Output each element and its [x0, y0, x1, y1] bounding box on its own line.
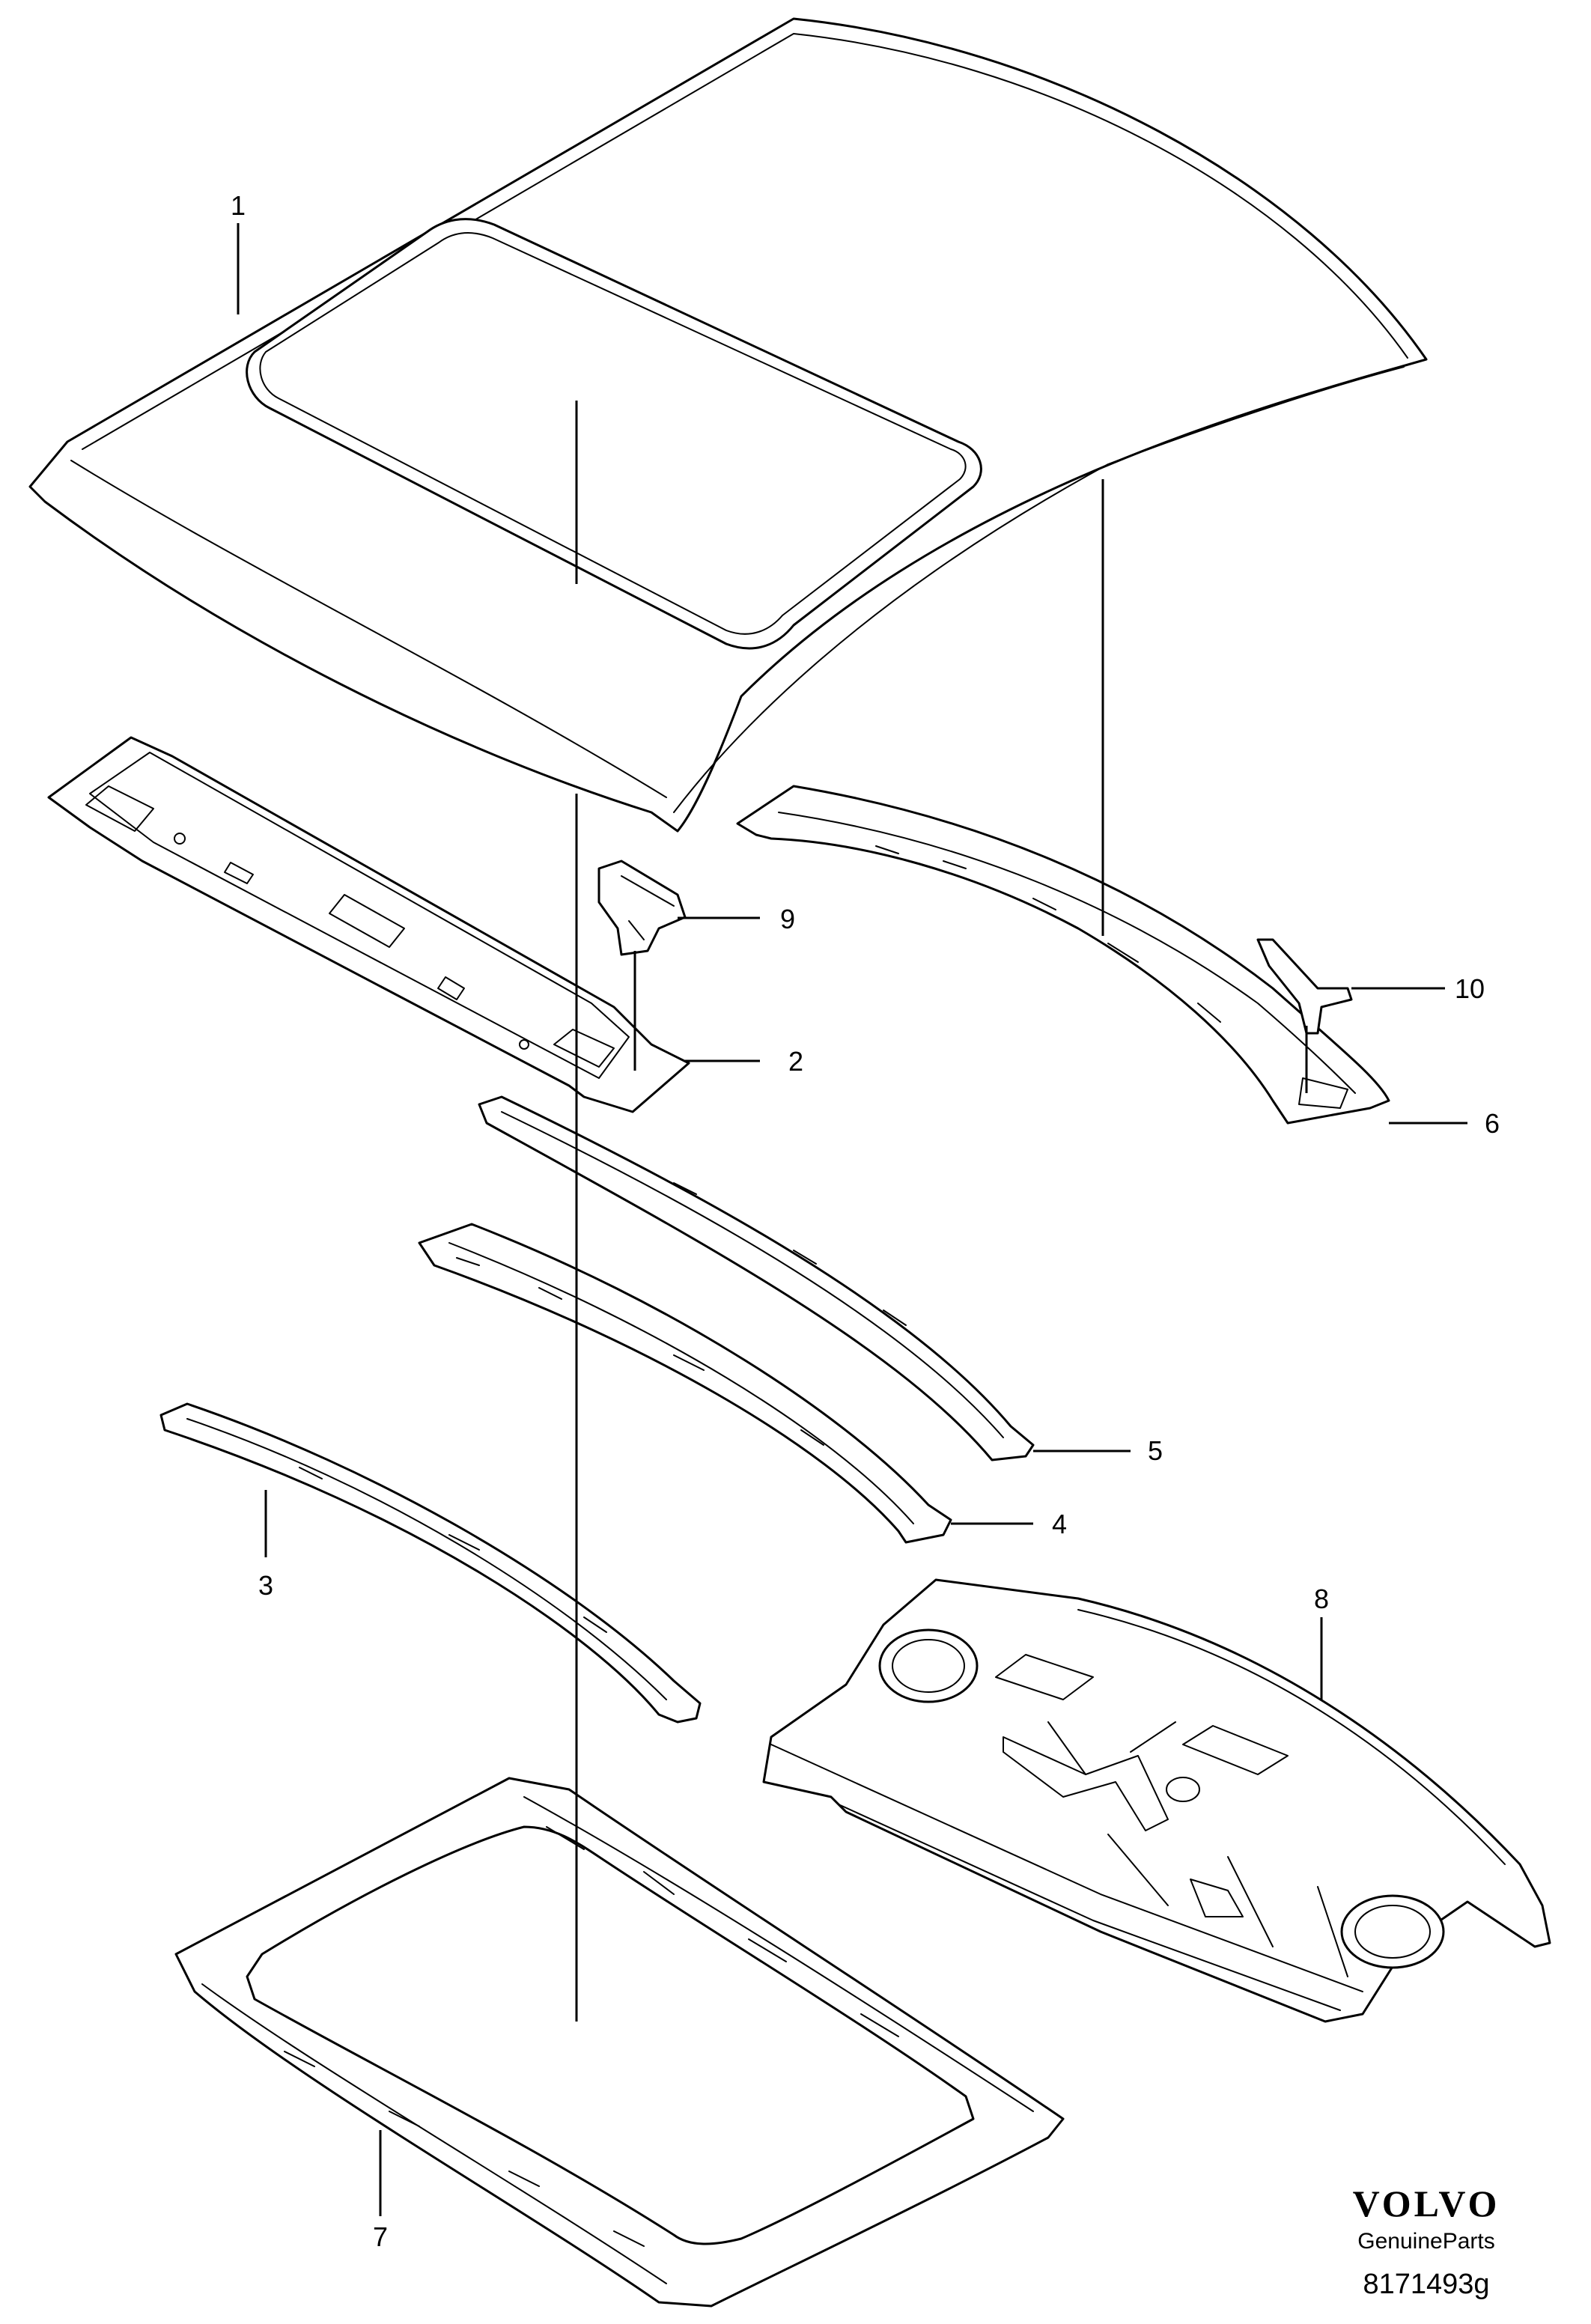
diagram-reference-number: 8171493g — [1363, 2269, 1489, 2300]
callout-3: 3 — [258, 1570, 273, 1601]
part-sunroof-frame — [174, 1777, 1065, 2308]
brand-logo: VOLVO — [1353, 2182, 1500, 2224]
callouts: 1 2 3 4 5 6 7 8 9 10 — [231, 190, 1500, 2252]
part-roof-bow-5 — [478, 1095, 1035, 1461]
leader-lines — [237, 223, 1467, 2216]
part-rear-parcel-shelf — [762, 1578, 1551, 2023]
brand-block: VOLVO GenuineParts 8171493g — [1353, 2182, 1500, 2300]
part-front-roof-cross-member — [47, 736, 690, 1113]
part-roof-bow-4 — [418, 1223, 952, 1544]
brand-subtitle: GenuineParts — [1357, 2229, 1494, 2254]
callout-9: 9 — [780, 904, 795, 934]
part-roof-bow-3 — [159, 1402, 702, 1724]
part-rear-roof-cross-member — [736, 785, 1390, 1125]
callout-5: 5 — [1148, 1435, 1163, 1466]
part-roof-panel — [28, 17, 1428, 833]
callout-7: 7 — [373, 2221, 388, 2252]
callout-1: 1 — [231, 190, 246, 221]
callout-2: 2 — [788, 1046, 803, 1077]
callout-6: 6 — [1485, 1108, 1500, 1139]
part-bracket-10 — [1256, 938, 1353, 1035]
callout-8: 8 — [1314, 1584, 1329, 1614]
callout-10: 10 — [1455, 973, 1485, 1004]
part-bracket-9 — [597, 860, 687, 956]
callout-4: 4 — [1052, 1509, 1067, 1539]
